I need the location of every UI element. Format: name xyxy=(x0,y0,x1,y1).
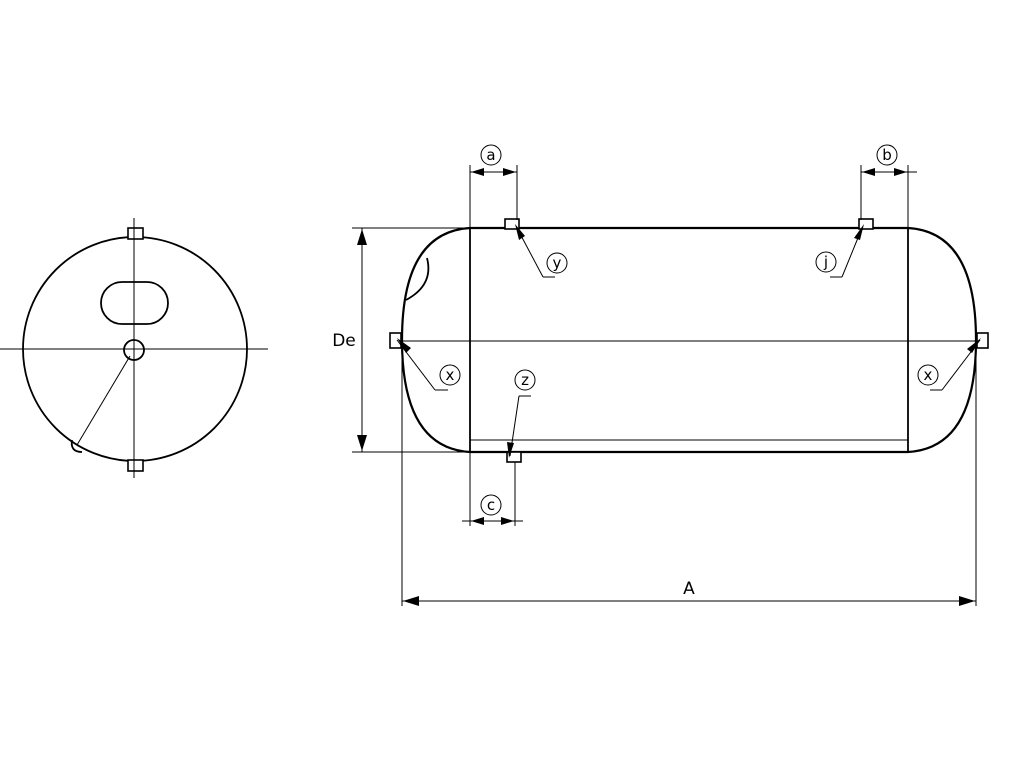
dimension-c-label: c xyxy=(487,496,495,514)
end-view-leader-line xyxy=(76,355,131,446)
callout-y: y xyxy=(515,224,568,278)
dimension-A: A xyxy=(401,345,977,606)
dimension-A-label: A xyxy=(683,579,695,599)
nozzle-right-end xyxy=(976,332,989,349)
callout-z: z xyxy=(507,369,536,458)
nozzle-top-right xyxy=(858,218,874,230)
callout-x-left: x xyxy=(396,338,461,391)
end-view-bottom-fitting xyxy=(70,439,83,453)
nozzle-bottom xyxy=(506,451,522,463)
dimension-De: De xyxy=(332,227,470,453)
dimension-b: b xyxy=(860,144,917,228)
dimension-c: c xyxy=(462,452,523,526)
dimension-b-label: b xyxy=(882,146,892,164)
callout-z-label: z xyxy=(521,371,529,389)
left-dished-end xyxy=(400,226,471,454)
dimension-a-label: a xyxy=(486,146,495,164)
nozzle-top-left xyxy=(504,218,520,230)
callout-x-left-label: x xyxy=(446,366,455,384)
side-view: y j x x xyxy=(332,144,989,606)
callout-y-label: y xyxy=(553,254,562,272)
end-view-top-nozzle xyxy=(127,227,144,240)
end-view-bottom-nozzle xyxy=(127,459,144,472)
callout-x-right-label: x xyxy=(924,366,933,384)
left-head-fitting-arc xyxy=(405,257,430,301)
dimension-a: a xyxy=(469,144,518,228)
dimension-De-label: De xyxy=(332,331,356,351)
callout-j: j xyxy=(815,224,864,278)
nozzle-left-end xyxy=(389,332,402,349)
right-dished-end xyxy=(907,226,978,454)
callout-j-label: j xyxy=(823,253,828,271)
end-view xyxy=(0,218,268,478)
callout-x-right: x xyxy=(917,338,981,391)
